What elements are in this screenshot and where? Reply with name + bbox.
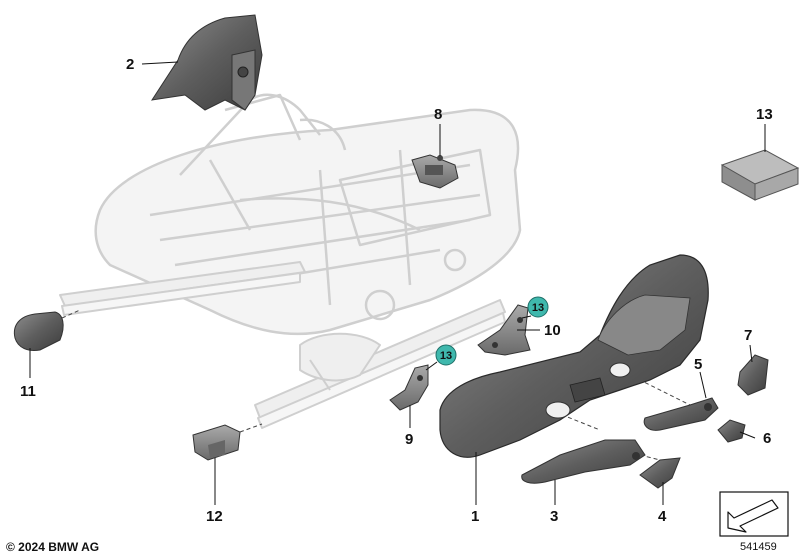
part-2-backrest-trim xyxy=(150,14,263,111)
part-8-bracket xyxy=(411,154,459,189)
copyright-text: © 2024 BMW AG xyxy=(6,540,100,554)
diagram-number: 541459 xyxy=(740,541,777,553)
part-6-knob xyxy=(717,419,746,443)
callout-4: 4 xyxy=(658,508,667,525)
callout-leaders xyxy=(29,61,766,505)
part-5-switch xyxy=(643,397,719,431)
part-9-bracket xyxy=(389,364,429,411)
part-7-cover xyxy=(737,354,769,396)
part-10-bracket xyxy=(477,304,531,356)
svg-text:13: 13 xyxy=(440,350,452,362)
reference-badge-a: 13 xyxy=(527,296,549,318)
callout-labels: 2 8 13 11 12 10 9 1 3 4 5 6 7 xyxy=(20,56,773,525)
seat-rails-ghost xyxy=(59,261,506,429)
part-12-rail-cap xyxy=(192,424,241,461)
nav-arrow-box xyxy=(719,491,789,537)
part-3-lever xyxy=(521,439,646,484)
reference-badge-b: 13 xyxy=(435,344,457,366)
callout-13: 13 xyxy=(756,106,773,123)
callout-9: 9 xyxy=(405,431,413,448)
callout-3: 3 xyxy=(550,508,558,525)
svg-text:13: 13 xyxy=(532,302,544,314)
callout-12: 12 xyxy=(206,508,223,525)
part-4-cap xyxy=(639,457,681,489)
callout-8: 8 xyxy=(434,106,442,123)
part-13-box xyxy=(720,149,800,201)
part-1-side-panel xyxy=(439,254,709,458)
callout-2: 2 xyxy=(126,56,134,73)
callout-5: 5 xyxy=(694,356,702,373)
callout-1: 1 xyxy=(471,508,479,525)
part-11-rail-cap xyxy=(13,311,64,351)
callout-10: 10 xyxy=(544,322,561,339)
callout-6: 6 xyxy=(763,430,771,447)
callout-11: 11 xyxy=(20,383,36,400)
callout-7: 7 xyxy=(744,327,752,344)
